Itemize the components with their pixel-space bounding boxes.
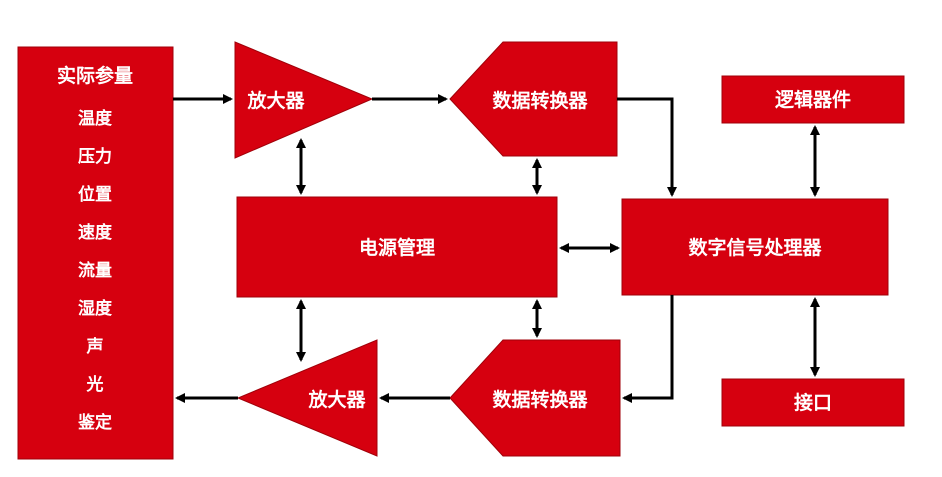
sensor-block: 实际参量 温度 压力 位置 速度 流量 湿度 声 光 鉴定 [17,46,174,460]
arrow-adc-to-dsp [617,97,677,197]
adc-bottom-label: 数据转换器 [492,388,588,411]
power-management-label: 电源管理 [359,236,435,259]
adc-top-label: 数据转换器 [492,89,588,112]
adc-bottom: 数据转换器 [449,339,621,457]
amplifier-bottom: 放大器 [236,339,378,457]
sensor-item-light: 光 [86,374,104,395]
dsp-label: 数字信号处理器 [688,236,822,259]
sensor-item-sound: 声 [86,336,104,357]
amplifier-top-label: 放大器 [246,89,305,112]
dsp-block: 数字信号处理器 [621,198,889,296]
arrow-dsp-to-adc-bottom [622,295,674,403]
amplifier-top: 放大器 [234,41,374,159]
logic-block: 逻辑器件 [721,75,905,124]
amplifier-bottom-label: 放大器 [307,388,366,411]
interface-block: 接口 [721,378,905,427]
power-management-block: 电源管理 [236,196,558,298]
interface-label: 接口 [794,392,832,414]
sensor-item-speed: 速度 [78,222,113,243]
sensor-item-temperature: 温度 [78,108,113,129]
sensor-title: 实际参量 [57,64,133,87]
logic-label: 逻辑器件 [775,88,851,111]
sensor-item-pressure: 压力 [78,146,112,167]
sensor-item-humidity: 湿度 [78,298,113,319]
sensor-item-position: 位置 [78,184,112,205]
sensor-item-identification: 鉴定 [77,412,112,433]
adc-top: 数据转换器 [449,41,618,157]
sensor-item-flow: 流量 [78,260,112,281]
